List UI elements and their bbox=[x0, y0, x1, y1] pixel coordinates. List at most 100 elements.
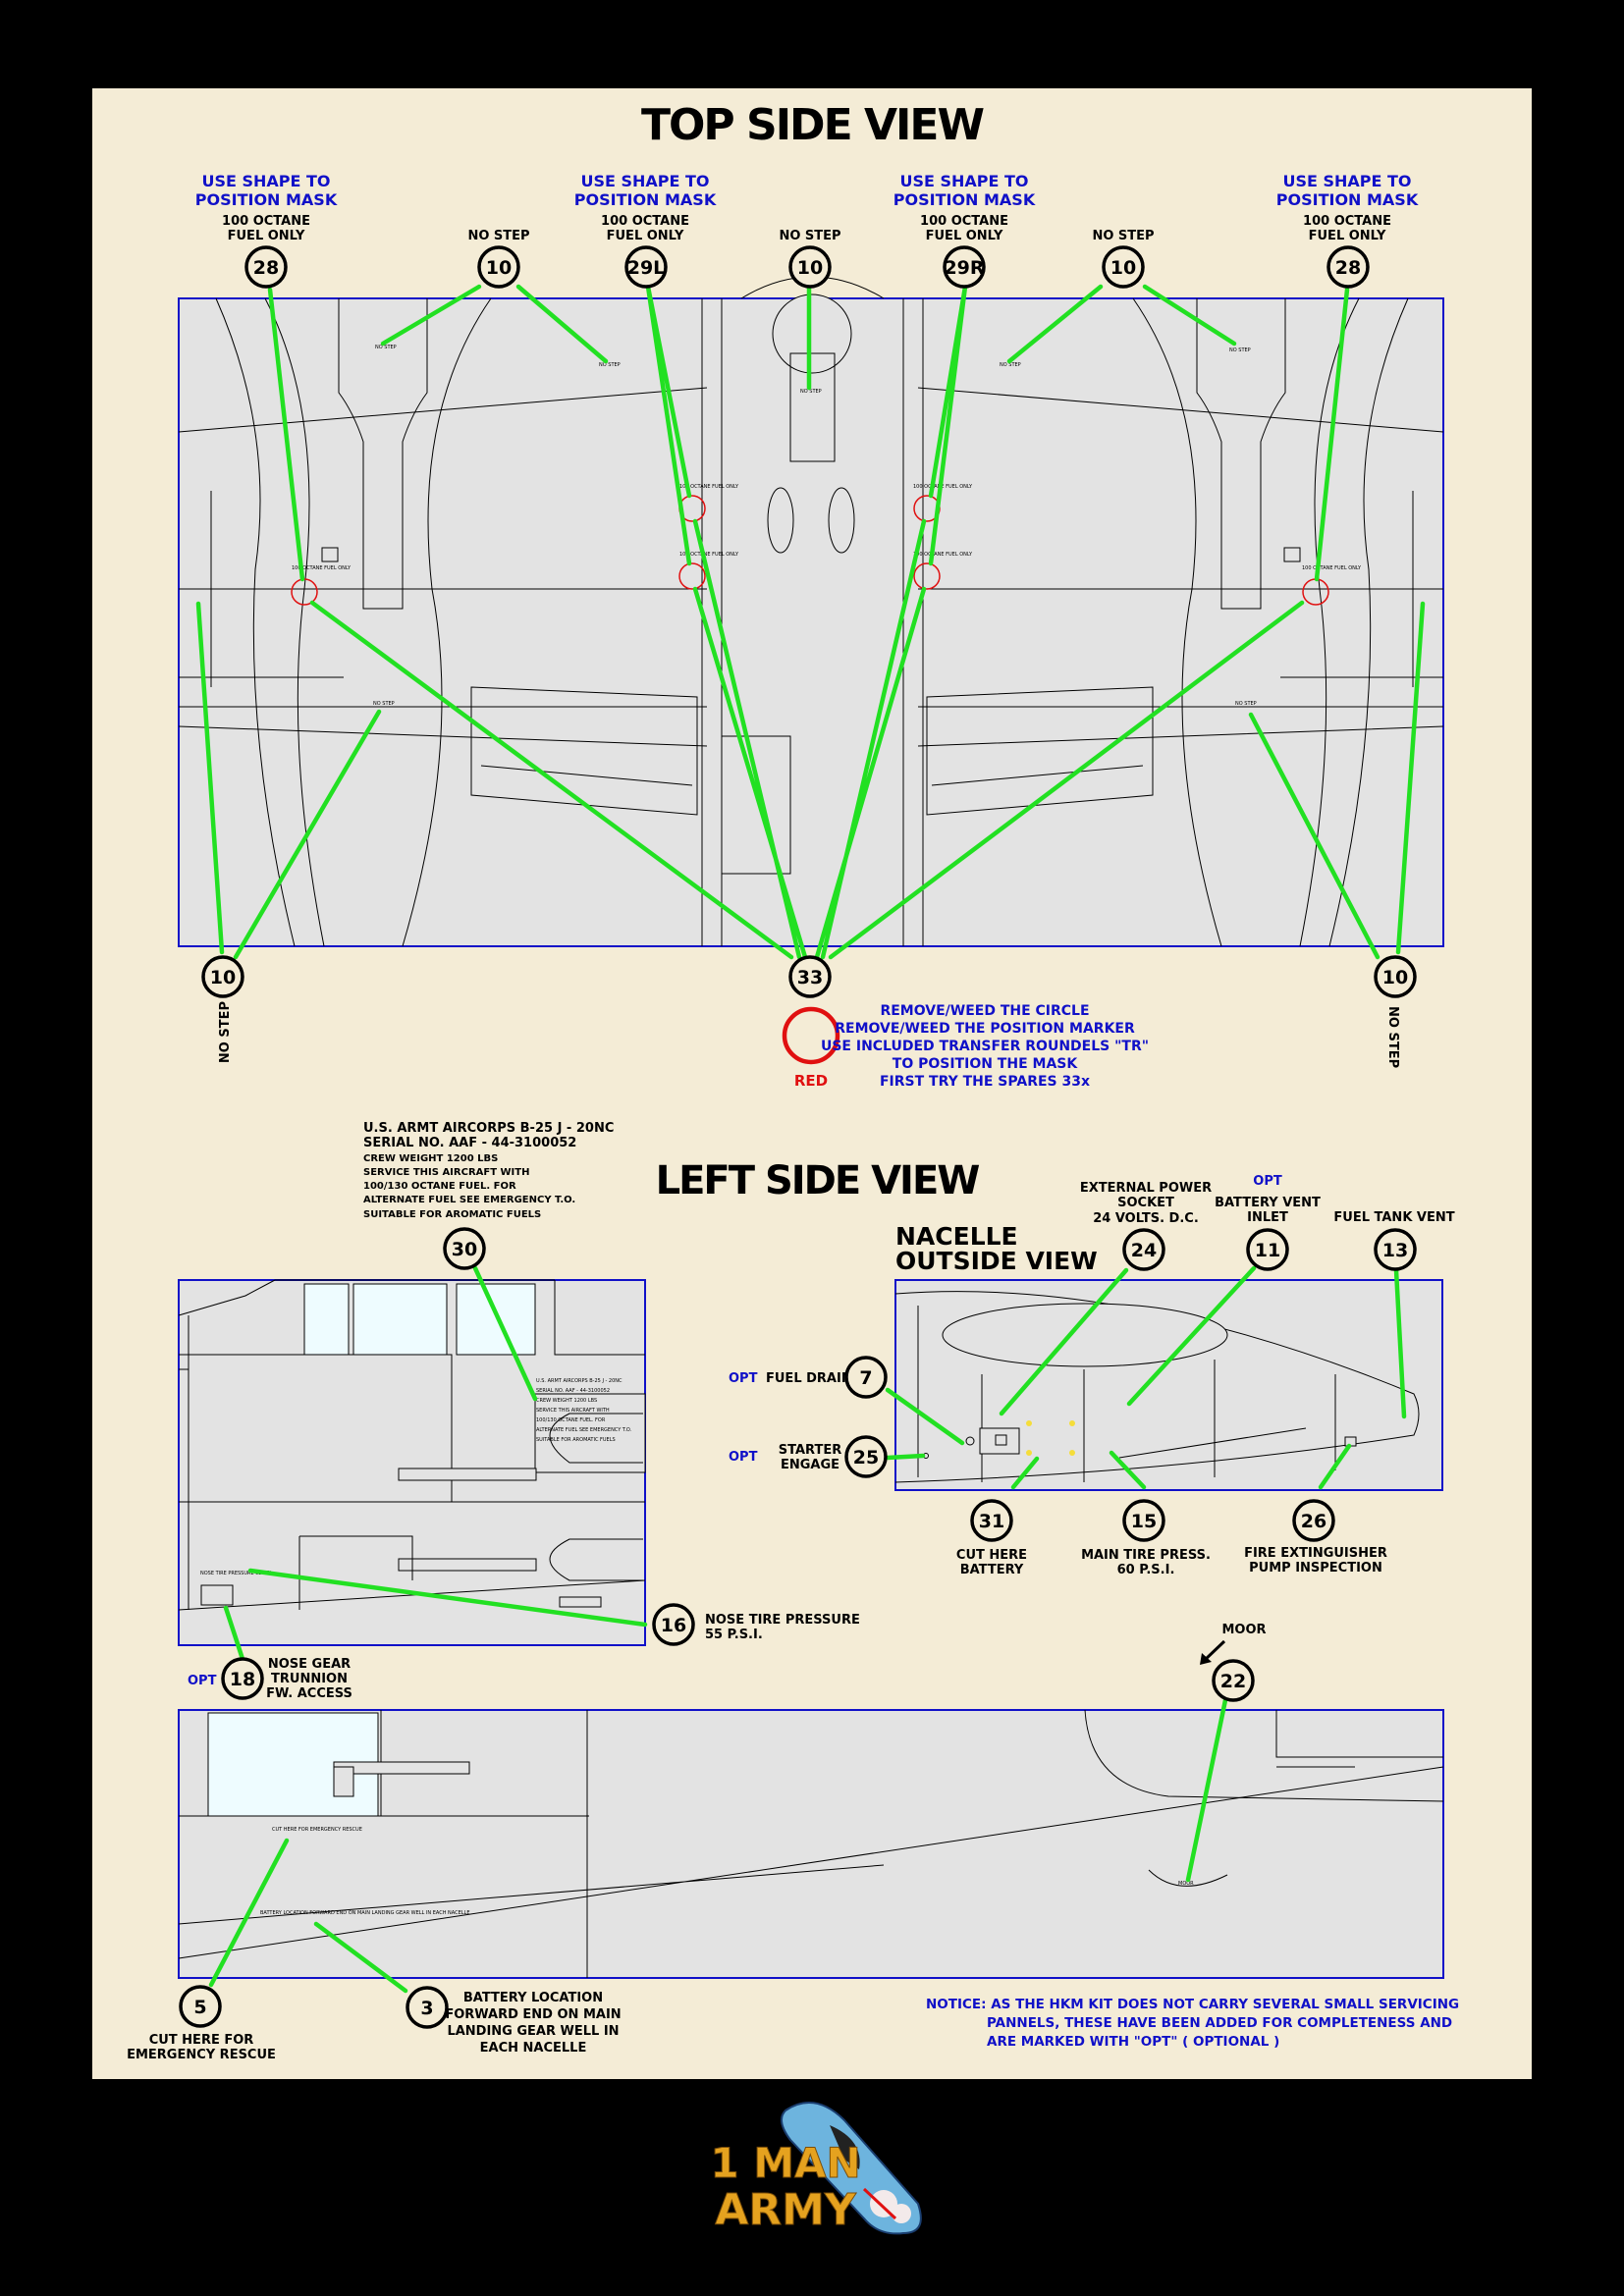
svg-text:100/130 OCTANE FUEL. FOR: 100/130 OCTANE FUEL. FOR bbox=[363, 1181, 516, 1192]
svg-text:NOTICE: AS THE HKM KIT DOES N: NOTICE: AS THE HKM KIT DOES NOT CARRY SE… bbox=[926, 1997, 1459, 2012]
top-view-panel: NO STEP NO STEP NO STEP NO STEP NO STEP … bbox=[178, 276, 1444, 947]
nacelle-title: OUTSIDE VIEW bbox=[895, 1247, 1098, 1275]
callout-11: 11 bbox=[1255, 1240, 1280, 1261]
svg-text:LANDING GEAR WELL IN: LANDING GEAR WELL IN bbox=[447, 2024, 619, 2039]
stencil-no-step: NO STEP bbox=[1000, 362, 1021, 368]
stencil-no-step: NO STEP bbox=[1235, 701, 1257, 707]
top-callouts: USE SHAPE TO POSITION MASK 100 OCTANE FU… bbox=[195, 172, 1419, 243]
callout-10: 10 bbox=[1382, 967, 1408, 988]
svg-text:SERIAL NO. AAF - 44-3100052: SERIAL NO. AAF - 44-3100052 bbox=[363, 1136, 576, 1150]
svg-text:CUT HERE FOR: CUT HERE FOR bbox=[149, 2033, 254, 2048]
svg-text:60 P.S.I.: 60 P.S.I. bbox=[1117, 1563, 1175, 1577]
callout-10: 10 bbox=[210, 967, 236, 988]
callout-28-left: 28 bbox=[253, 257, 279, 279]
svg-text:EMERGENCY RESCUE: EMERGENCY RESCUE bbox=[127, 2048, 276, 2062]
svg-text:SERIAL NO. AAF - 44-3100052: SERIAL NO. AAF - 44-3100052 bbox=[536, 1388, 610, 1394]
nacelle-title: NACELLE bbox=[895, 1222, 1018, 1251]
no-step-vertical-right: NO STEP bbox=[1385, 1006, 1400, 1068]
svg-text:NOSE GEAR: NOSE GEAR bbox=[268, 1657, 351, 1672]
side-callouts: 30 EXTERNAL POWER SOCKET 24 VOLTS. D.C. … bbox=[127, 1174, 1455, 2062]
svg-text:ARE MARKED WITH "OPT" ( OPTION: ARE MARKED WITH "OPT" ( OPTIONAL ) bbox=[987, 2034, 1279, 2050]
svg-text:INLET: INLET bbox=[1247, 1210, 1288, 1225]
svg-text:SUITABLE FOR AROMATIC FUELS: SUITABLE FOR AROMATIC FUELS bbox=[536, 1437, 616, 1443]
svg-text:100/130 OCTANE FUEL. FOR: 100/130 OCTANE FUEL. FOR bbox=[536, 1417, 606, 1423]
callout-33: 33 bbox=[797, 967, 823, 988]
svg-text:OPT: OPT bbox=[188, 1674, 217, 1688]
svg-text:POSITION MASK: POSITION MASK bbox=[574, 190, 717, 209]
svg-text:NO STEP: NO STEP bbox=[1092, 229, 1154, 243]
callout-7: 7 bbox=[859, 1367, 872, 1389]
svg-text:POSITION MASK: POSITION MASK bbox=[195, 190, 338, 209]
svg-text:TO POSITION THE MASK: TO POSITION THE MASK bbox=[893, 1056, 1079, 1072]
svg-text:MOOR: MOOR bbox=[1221, 1623, 1266, 1637]
stencil-no-step: NO STEP bbox=[375, 345, 397, 350]
svg-text:ENGAGE: ENGAGE bbox=[781, 1458, 839, 1472]
callout-5: 5 bbox=[193, 1997, 206, 2018]
callout-10: 10 bbox=[1110, 257, 1136, 279]
aircraft-stencil-block: U.S. ARMT AIRCORPS B-25 J - 20NC SERIAL … bbox=[363, 1121, 614, 1220]
callout-16: 16 bbox=[661, 1615, 686, 1636]
svg-text:FW. ACCESS: FW. ACCESS bbox=[266, 1686, 352, 1701]
svg-text:ALTERNATE FUEL SEE EMERGENCY T: ALTERNATE FUEL SEE EMERGENCY T.O. bbox=[363, 1195, 575, 1205]
svg-text:NOSE TIRE PRESSURE: NOSE TIRE PRESSURE bbox=[705, 1613, 860, 1628]
svg-text:CREW WEIGHT 1200 LBS: CREW WEIGHT 1200 LBS bbox=[536, 1398, 597, 1404]
svg-text:FUEL ONLY: FUEL ONLY bbox=[607, 229, 684, 243]
svg-text:NO STEP: NO STEP bbox=[467, 229, 529, 243]
callout-18: 18 bbox=[230, 1669, 255, 1690]
stencil-no-step: NO STEP bbox=[599, 362, 621, 368]
svg-text:FIRE EXTINGUISHER: FIRE EXTINGUISHER bbox=[1244, 1546, 1387, 1561]
stencil-fuel: 100 OCTANE FUEL ONLY bbox=[1302, 565, 1362, 571]
callout-29l: 29L bbox=[627, 257, 666, 279]
logo-line-1: 1 MAN bbox=[710, 2139, 860, 2187]
top-view-title: TOP SIDE VIEW bbox=[641, 100, 984, 150]
svg-text:TRUNNION: TRUNNION bbox=[271, 1672, 348, 1686]
svg-text:USE SHAPE TO: USE SHAPE TO bbox=[201, 172, 330, 190]
svg-text:ALTERNATE FUEL SEE EMERGENCY T: ALTERNATE FUEL SEE EMERGENCY T.O. bbox=[536, 1427, 632, 1433]
callout-10: 10 bbox=[486, 257, 512, 279]
svg-text:MAIN TIRE PRESS.: MAIN TIRE PRESS. bbox=[1081, 1548, 1211, 1563]
stencil-fuel: 100 OCTANE FUEL ONLY bbox=[913, 484, 973, 490]
remove-note: RED REMOVE/WEED THE CIRCLE REMOVE/WEED T… bbox=[782, 1003, 1149, 1090]
stencil-fuel: 100 OCTANE FUEL ONLY bbox=[679, 552, 739, 558]
svg-text:U.S. ARMT AIRCORPS B-25 J - 20: U.S. ARMT AIRCORPS B-25 J - 20NC bbox=[363, 1121, 614, 1136]
stencil-fuel: 100 OCTANE FUEL ONLY bbox=[292, 565, 352, 571]
svg-text:NOSE TIRE PRESSURE 55 PSI: NOSE TIRE PRESSURE 55 PSI bbox=[200, 1571, 271, 1576]
svg-text:MOOR: MOOR bbox=[1178, 1881, 1194, 1887]
svg-text:SUITABLE FOR AROMATIC FUELS: SUITABLE FOR AROMATIC FUELS bbox=[363, 1209, 541, 1220]
svg-text:EXTERNAL POWER: EXTERNAL POWER bbox=[1080, 1181, 1212, 1196]
rear-fuselage-panel: CUT HERE FOR EMERGENCY RESCUE BATTERY LO… bbox=[178, 1709, 1444, 1979]
svg-text:FUEL DRAIN: FUEL DRAIN bbox=[766, 1371, 852, 1386]
svg-text:FORWARD END ON MAIN: FORWARD END ON MAIN bbox=[445, 2007, 621, 2022]
callout-10: 10 bbox=[797, 257, 823, 279]
svg-text:CUT HERE: CUT HERE bbox=[956, 1548, 1027, 1563]
callout-3: 3 bbox=[420, 1998, 433, 2019]
svg-text:CUT HERE FOR EMERGENCY RESCUE: CUT HERE FOR EMERGENCY RESCUE bbox=[272, 1827, 362, 1833]
logo-line-2: ARMY bbox=[715, 2185, 857, 2235]
svg-text:STARTER: STARTER bbox=[779, 1443, 841, 1458]
svg-text:OPT: OPT bbox=[729, 1371, 758, 1386]
svg-text:POSITION MASK: POSITION MASK bbox=[893, 190, 1036, 209]
svg-text:100 OCTANE: 100 OCTANE bbox=[601, 214, 689, 229]
callout-28-right: 28 bbox=[1335, 257, 1361, 279]
top-number-circles: 28 10 29L 10 29R 10 28 10 33 10 bbox=[201, 245, 1417, 998]
svg-text:BATTERY VENT: BATTERY VENT bbox=[1215, 1196, 1321, 1210]
svg-text:BATTERY: BATTERY bbox=[960, 1563, 1024, 1577]
svg-text:USE SHAPE TO: USE SHAPE TO bbox=[899, 172, 1028, 190]
svg-text:SOCKET: SOCKET bbox=[1117, 1196, 1174, 1210]
svg-text:FUEL TANK VENT: FUEL TANK VENT bbox=[1333, 1210, 1454, 1225]
svg-text:USE SHAPE TO: USE SHAPE TO bbox=[1282, 172, 1411, 190]
svg-text:REMOVE/WEED THE CIRCLE: REMOVE/WEED THE CIRCLE bbox=[880, 1003, 1089, 1019]
callout-29r: 29R bbox=[944, 257, 984, 279]
svg-text:55 P.S.I.: 55 P.S.I. bbox=[705, 1628, 763, 1642]
forward-fuselage-panel: U.S. ARMT AIRCORPS B-25 J - 20NC SERIAL … bbox=[178, 1279, 646, 1646]
svg-text:100 OCTANE: 100 OCTANE bbox=[222, 214, 310, 229]
svg-text:POSITION MASK: POSITION MASK bbox=[1276, 190, 1419, 209]
stencil-no-step: NO STEP bbox=[1229, 347, 1251, 353]
svg-text:NO STEP: NO STEP bbox=[779, 229, 840, 243]
callout-13: 13 bbox=[1382, 1240, 1408, 1261]
callout-22: 22 bbox=[1220, 1671, 1246, 1692]
no-step-vertical-left: NO STEP bbox=[218, 1001, 233, 1063]
svg-text:FUEL ONLY: FUEL ONLY bbox=[926, 229, 1003, 243]
svg-text:PANNELS, THESE HAVE BEEN ADDED: PANNELS, THESE HAVE BEEN ADDED FOR COMPL… bbox=[987, 2015, 1452, 2031]
svg-text:USE INCLUDED TRANSFER ROUNDELS: USE INCLUDED TRANSFER ROUNDELS "TR" bbox=[821, 1039, 1149, 1054]
